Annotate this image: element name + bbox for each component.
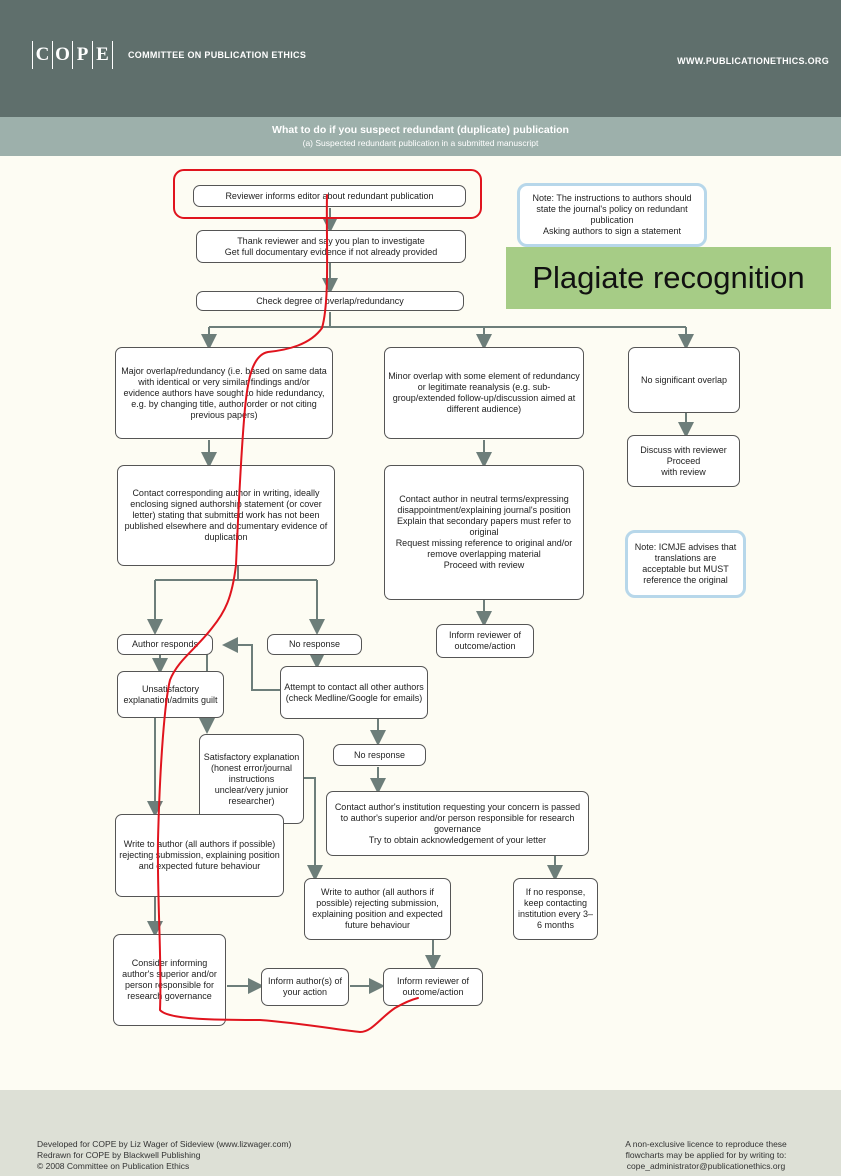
flow-node: Write to author (all authors if possible… [304, 878, 451, 940]
flow-node: Contact author in neutral terms/expressi… [384, 465, 584, 600]
flow-node: Major overlap/redundancy (i.e. based on … [115, 347, 333, 439]
flow-node: Author responds [117, 634, 213, 655]
footer-line: Redrawn for COPE by Blackwell Publishing [37, 1150, 201, 1160]
plagiate-recognition-label: Plagiate recognition [506, 247, 831, 309]
footer-line: A non-exclusive licence to reproduce the… [625, 1139, 787, 1149]
logo-letter: C [32, 41, 53, 69]
logo-letter: O [53, 41, 73, 69]
footer-email[interactable]: cope_administrator@publicationethics.org [626, 1161, 786, 1171]
flow-node: Satisfactory explanation (honest error/j… [199, 734, 304, 824]
flow-node: Minor overlap with some element of redun… [384, 347, 584, 439]
page-title: What to do if you suspect redundant (dup… [272, 124, 569, 136]
header-bar: C O P E COMMITTEE ON PUBLICATION ETHICS … [0, 0, 841, 117]
flow-node: Reviewer informs editor about redundant … [193, 185, 466, 207]
icmje-note: Note: ICMJE advises that translations ar… [625, 530, 746, 598]
flow-node: Inform reviewer of outcome/action [383, 968, 483, 1006]
flow-node: Inform author(s) of your action [261, 968, 349, 1006]
policy-note: Note: The instructions to authors should… [517, 183, 707, 247]
logo-letter: P [73, 41, 93, 69]
logo-letter: E [93, 41, 113, 69]
flow-node: Inform reviewer of outcome/action [436, 624, 534, 658]
flow-node: Consider informing author's superior and… [113, 934, 226, 1026]
flow-node: Contact author's institution requesting … [326, 791, 589, 856]
website-link[interactable]: WWW.PUBLICATIONETHICS.ORG [677, 56, 829, 66]
arrow [222, 637, 280, 691]
arrow [304, 777, 323, 881]
flow-node: Thank reviewer and say you plan to inves… [196, 230, 466, 263]
footer-line: flowcharts may be applied for by writing… [625, 1150, 787, 1160]
flow-node: No significant overlap [628, 347, 740, 413]
flow-node: Check degree of overlap/redundancy [196, 291, 464, 311]
page-subtitle: (a) Suspected redundant publication in a… [302, 138, 539, 148]
flow-node: Contact corresponding author in writing,… [117, 465, 335, 566]
footer-licence: A non-exclusive licence to reproduce the… [591, 1139, 821, 1172]
cope-logo: C O P E [32, 41, 113, 69]
flow-node: No response [333, 744, 426, 766]
flow-node: If no response, keep contacting institut… [513, 878, 598, 940]
flow-node: Attempt to contact all other authors (ch… [280, 666, 428, 719]
footer-line: © 2008 Committee on Publication Ethics [37, 1161, 190, 1171]
footer-credits: Developed for COPE by Liz Wager of Sidev… [37, 1139, 291, 1172]
pen-stroke [156, 194, 419, 1033]
footer-line: Developed for COPE by Liz Wager of Sidev… [37, 1139, 292, 1149]
flow-node: Write to author (all authors if possible… [115, 814, 284, 897]
title-bar: What to do if you suspect redundant (dup… [0, 117, 841, 156]
footer-bar [0, 1090, 841, 1176]
flow-node: Discuss with reviewer Proceed with revie… [627, 435, 740, 487]
flow-node: No response [267, 634, 362, 655]
org-name: COMMITTEE ON PUBLICATION ETHICS [128, 50, 307, 60]
